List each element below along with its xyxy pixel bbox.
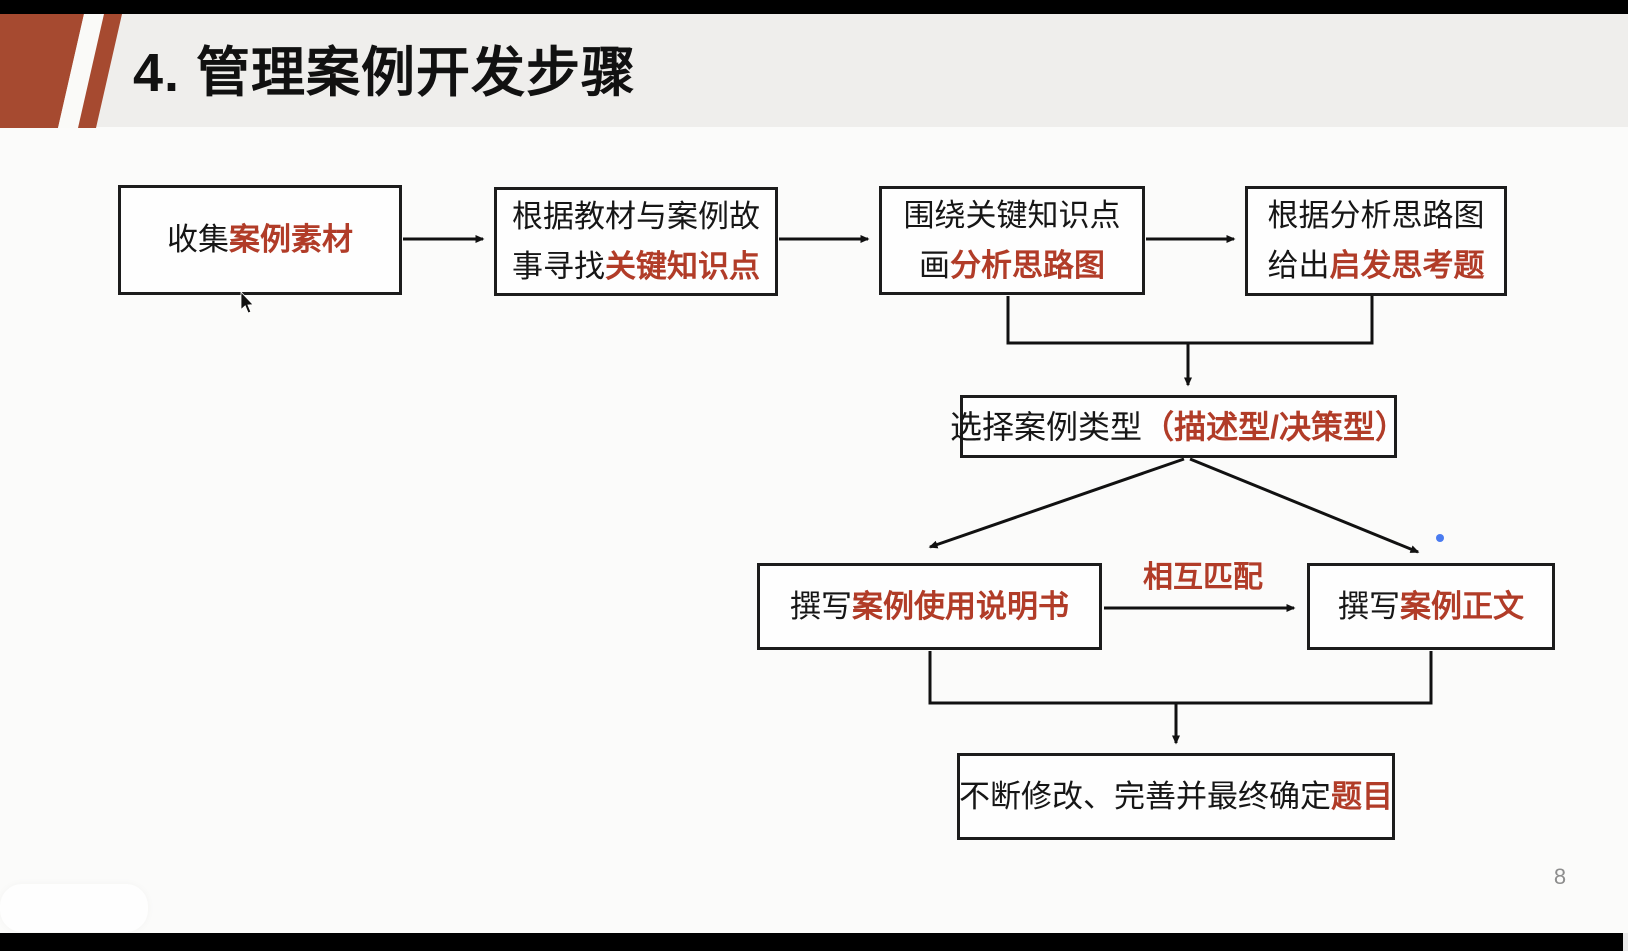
- header-stripe-decoration: [0, 14, 122, 128]
- flow-box-text: 收集案例素材: [167, 222, 353, 257]
- bottom-bar-notch: [1623, 933, 1628, 951]
- slide-header-band: [0, 14, 1628, 127]
- flow-box-text: 给出启发思考题: [1267, 248, 1485, 283]
- flow-box-select-case-type: 选择案例类型（描述型/决策型）: [950, 395, 1407, 458]
- laser-pointer-dot: [1436, 534, 1444, 542]
- flow-box-text: 围绕关键知识点: [903, 197, 1121, 233]
- flow-box-text: 撰写案例使用说明书: [790, 588, 1069, 624]
- flow-box-text: 根据分析思路图: [1267, 198, 1485, 233]
- mouse-cursor-icon: [240, 292, 254, 314]
- flow-box-text: 根据教材与案例故: [512, 198, 760, 234]
- flow-box-text: 撰写案例正文: [1338, 588, 1524, 624]
- flow-box-finalize-title: 不断修改、完善并最终确定题目: [957, 753, 1395, 840]
- flow-box-text: 事寻找关键知识点: [512, 248, 760, 284]
- flow-box-write-usage-manual: 撰写案例使用说明书: [757, 563, 1102, 650]
- flowchart-connectors: [403, 235, 1433, 745]
- flow-box-thought-questions: 根据分析思路图 给出启发思考题: [1245, 186, 1507, 296]
- flow-box-text: 不断修改、完善并最终确定题目: [959, 778, 1393, 814]
- page-number: 8: [1553, 864, 1567, 889]
- flow-box-text: 画分析思路图: [919, 247, 1105, 283]
- faint-overlay-remnant: [0, 884, 148, 932]
- slide-title: 4. 管理案例开发步骤: [133, 43, 637, 103]
- top-black-bar: [0, 0, 1628, 14]
- bottom-black-bar: [0, 933, 1623, 951]
- mutual-match-label: 相互匹配: [1143, 561, 1263, 594]
- flow-box-draw-analysis-map: 围绕关键知识点 画分析思路图: [879, 186, 1145, 295]
- flow-box-find-knowledge-points: 根据教材与案例故 事寻找关键知识点: [494, 187, 778, 296]
- flow-box-text: 选择案例类型（描述型/决策型）: [950, 408, 1407, 445]
- flow-box-write-case-body: 撰写案例正文: [1307, 563, 1555, 650]
- flow-box-collect-material: 收集案例素材: [118, 185, 402, 295]
